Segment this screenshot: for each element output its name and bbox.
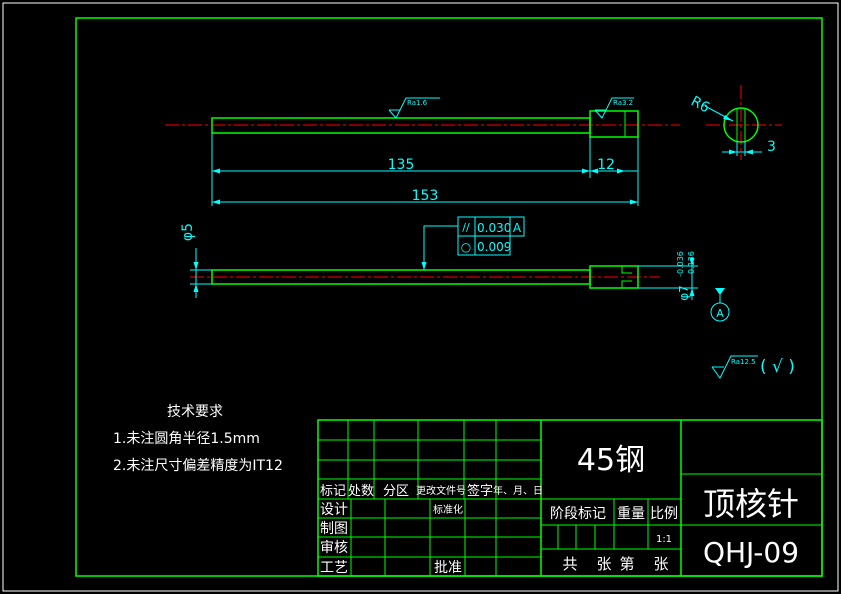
gdt-row-2 [457,235,511,256]
standardize-label: 标准化 [433,503,463,516]
material: 45钢 [577,443,645,478]
general-roughness: Ra12.5 ( √ ) [711,355,795,379]
roughness-suffix: ( √ ) [760,357,795,377]
drawing-number: QHJ-09 [703,536,799,569]
arrow [723,115,733,121]
head-side [589,265,639,289]
slot-line [621,280,632,288]
arrow [193,262,199,270]
end-view: R6 3 [688,85,782,160]
datum-label: A [716,307,724,320]
dim-12: 12 [597,157,615,173]
hdr-sign: 签字 [467,483,493,499]
arrow [689,288,695,296]
sheet-unit-1: 张 [596,555,611,573]
tol-lower: -0.136 [687,251,696,277]
tech-req-item: 2.未注尺寸偏差精度为IT12 [113,458,283,474]
gdt-leader [423,225,458,270]
role-draw: 制图 [320,521,348,537]
approve-label: 批准 [434,560,462,576]
roughness-icon [594,97,634,119]
title-block [317,419,823,577]
hdr-count: 处数 [348,484,374,499]
datum-circle [710,302,730,322]
roughness-icon [388,97,440,119]
side-view: φ5 φ7 -0.036 -0.136 A // 0.030 A ○ 0.009 [180,216,730,322]
circularity-icon: ○ [461,240,471,254]
arrow [212,168,220,174]
arrow [421,262,427,270]
role-review: 审核 [320,540,348,556]
part-name: 顶核针 [703,485,799,523]
arrow [193,284,199,292]
hdr-zone: 分区 [383,484,409,499]
tech-req-title: 技术要求 [167,404,223,420]
dim-3: 3 [767,139,776,155]
arrow [212,199,220,205]
parallel-icon: // [462,221,470,234]
gdt-value-1: 0.030 [477,221,511,235]
roughness-general: Ra12.5 [731,358,756,366]
sheet-no: 第 [619,555,634,573]
sheet-total: 共 [562,555,577,573]
top-view: 135 12 153 Ra1.6 Ra3.2 [165,97,680,206]
arrow [590,168,598,174]
arrow [617,168,625,174]
datum-triangle [715,288,725,295]
scale-label: 比例 [650,506,678,522]
arrow [729,149,737,155]
roughness-shaft: Ra1.6 [407,99,428,107]
title-block-text: 标记 处数 分区 更改文件号 签字 年、月、日 设计 制图 审核 工艺 标准化 … [320,443,799,576]
hdr-doc: 更改文件号 [416,484,466,497]
roughness-icon [711,355,758,379]
gdt-value-2: 0.009 [477,240,511,254]
gdt-datum-1: A [513,221,522,235]
stage-label: 阶段标记 [550,506,606,522]
tech-req-item: 1.未注圆角半径1.5mm [113,431,260,447]
tech-requirements: 技术要求 1.未注圆角半径1.5mm 2.未注尺寸偏差精度为IT12 [113,404,283,474]
dim-r6: R6 [688,93,712,116]
sheet-unit-2: 张 [653,555,668,573]
hdr-date: 年、月、日 [493,484,543,497]
head-top [589,110,639,138]
role-design: 设计 [320,502,348,518]
dim-d7: φ7 [677,285,691,301]
weight-label: 重量 [617,506,645,522]
arrow [582,168,590,174]
dim-135: 135 [388,157,415,173]
end-circle [723,107,759,143]
arrow [689,258,695,266]
tol-upper: -0.036 [676,251,685,277]
arrow [630,199,638,205]
dim-d5: φ5 [180,223,196,241]
slot-line [621,266,632,274]
dim-153: 153 [412,188,439,204]
arrow [745,149,753,155]
hdr-mark: 标记 [320,484,346,499]
role-process: 工艺 [320,560,348,576]
roughness-head: Ra3.2 [613,99,633,107]
scale-value: 1:1 [656,534,672,545]
